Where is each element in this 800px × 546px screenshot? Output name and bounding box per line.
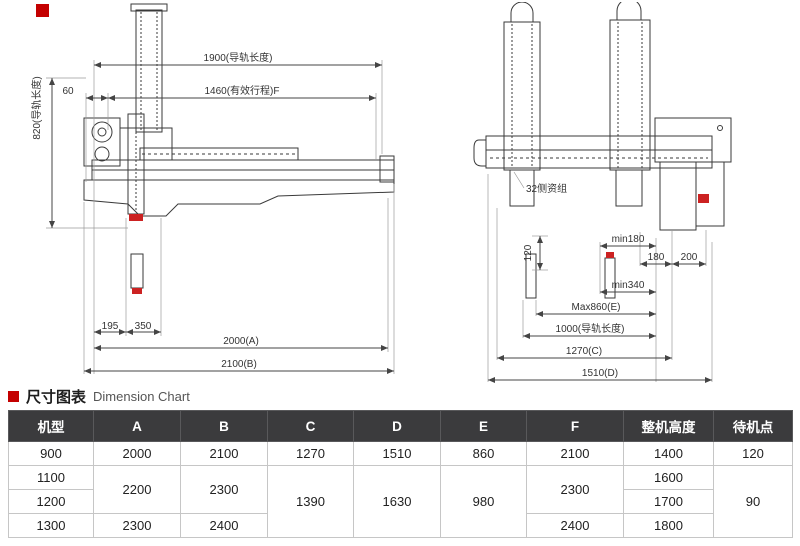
dimension-labels-side: 32侧资组 min180 120 180 200 min340 Max860(E… (523, 182, 698, 379)
cell-a: 2200 (93, 465, 181, 514)
cell-height: 1800 (623, 513, 714, 538)
cell-d: 1510 (353, 441, 441, 466)
cell-standby: 120 (713, 441, 793, 466)
machine-outline-side (473, 2, 732, 299)
column-header-d: D (353, 410, 441, 442)
column-header-a: A (93, 410, 181, 442)
table-row-1200: 1200 1700 (8, 489, 793, 514)
cell-b: 2300 (180, 465, 268, 514)
column-header-e: E (440, 410, 527, 442)
side-view-drawing: 32侧资组 min180 120 180 200 min340 Max860(E… (473, 2, 732, 383)
table-header-row: 机型 A B C D E F 整机高度 待机点 (8, 410, 793, 442)
dim-1900-label: 1900(导轨长度) (204, 51, 273, 64)
red-square-bullet-icon (8, 391, 19, 402)
side-group-label: 32侧资组 (526, 182, 567, 195)
dim-max860-label: Max860(E) (572, 302, 621, 313)
cell-height: 1400 (623, 441, 714, 466)
front-view-drawing: 1900(导轨长度) 1460(有效行程)F 60 820(导轨长度) 195 … (30, 3, 395, 374)
section-title-zh: 尺寸图表 (26, 389, 87, 406)
dimension-labels-front: 1900(导轨长度) 1460(有效行程)F 60 820(导轨长度) 195 … (30, 51, 280, 370)
cell-a: 2000 (93, 441, 181, 466)
section-title: 尺寸图表 Dimension Chart (8, 386, 190, 407)
brand-mark (36, 4, 49, 17)
dim-min340-label: min340 (612, 280, 645, 291)
dim-1460-label: 1460(有效行程)F (204, 84, 279, 97)
column-header-model: 机型 (8, 410, 94, 442)
cell-b: 2400 (180, 513, 268, 538)
cell-model: 1200 (8, 489, 94, 514)
dim-60-label: 60 (62, 86, 74, 97)
gripper-markers-side (606, 194, 709, 258)
dim-1000-label: 1000(导轨长度) (556, 322, 625, 335)
dimension-table: 机型 A B C D E F 整机高度 待机点 900 2000 2100 12… (8, 410, 793, 538)
cell-b: 2100 (180, 441, 268, 466)
cell-f: 2300 (526, 465, 624, 514)
column-header-c: C (267, 410, 354, 442)
column-header-f: F (526, 410, 624, 442)
dim-200-label: 200 (681, 252, 698, 263)
table-row-900: 900 2000 2100 1270 1510 860 2100 1400 12… (8, 441, 793, 466)
cell-f: 2100 (526, 441, 624, 466)
section-title-en: Dimension Chart (93, 389, 190, 404)
cell-height: 1700 (623, 489, 714, 514)
dim-180-label: 180 (648, 252, 665, 263)
dim-350-label: 350 (135, 321, 152, 332)
table-row-1100: 1100 2200 2300 1390 1630 980 2300 1600 9… (8, 465, 793, 538)
cell-standby: 90 (713, 465, 793, 538)
cell-c: 1390 (267, 465, 354, 538)
cell-a: 2300 (93, 513, 181, 538)
dim-2000-label: 2000(A) (223, 336, 259, 347)
column-header-standby: 待机点 (713, 410, 793, 442)
cell-d: 1630 (353, 465, 441, 538)
gripper-markers-front (129, 214, 143, 294)
dim-min180-label: min180 (612, 234, 645, 245)
extension-lines-side (487, 171, 713, 382)
cell-f: 2400 (526, 513, 624, 538)
dim-1270-label: 1270(C) (566, 346, 602, 357)
cell-c: 1270 (267, 441, 354, 466)
column-header-b: B (180, 410, 268, 442)
cell-e: 980 (440, 465, 527, 538)
dim-1510-label: 1510(D) (582, 368, 618, 379)
dimension-lines-side (488, 236, 712, 383)
cell-model: 900 (8, 441, 94, 466)
dimension-lines-front (49, 62, 394, 374)
cell-model: 1100 (8, 465, 94, 490)
dim-120-label: 120 (523, 244, 534, 261)
dim-2100-label: 2100(B) (221, 359, 257, 370)
machine-outline-front (83, 3, 395, 289)
cell-height: 1600 (623, 465, 714, 490)
table-row-1300: 1300 2300 2400 2400 1800 (8, 513, 793, 538)
dim-820-label: 820(导轨长度) (30, 76, 43, 139)
column-header-height: 整机高度 (623, 410, 714, 442)
dim-195-label: 195 (102, 321, 119, 332)
cell-e: 860 (440, 441, 527, 466)
cell-model: 1300 (8, 513, 94, 538)
extension-lines-front (46, 60, 395, 374)
